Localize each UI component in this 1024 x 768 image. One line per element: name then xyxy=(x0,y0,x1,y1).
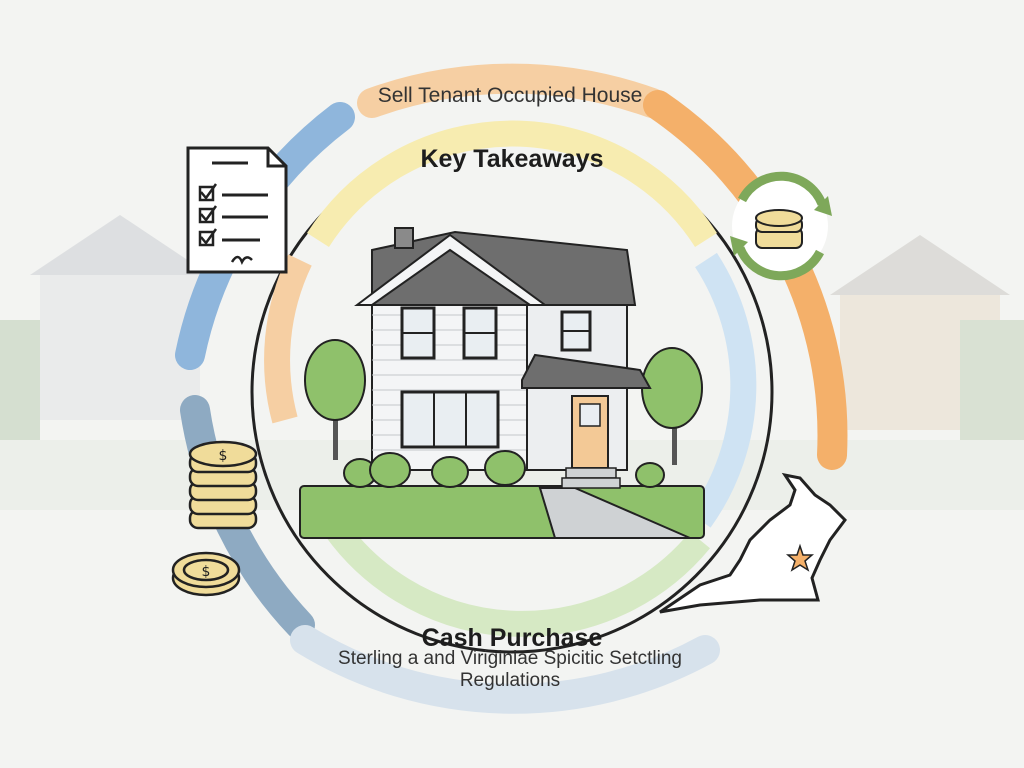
key-takeaways-label: Key Takeaways xyxy=(420,145,604,173)
coin-cycle-icon xyxy=(730,171,832,281)
inner-arc-blue xyxy=(689,252,757,528)
inner-arc-yellow xyxy=(307,120,717,247)
coin-stack-icon: $ xyxy=(188,440,258,530)
outer-ring-bottom-label: Sterling a and Viriginiae Spicitic Setct… xyxy=(300,648,720,692)
checklist-document-icon xyxy=(186,146,288,274)
inner-arc-peach xyxy=(264,254,312,424)
ring-segment-bottom-light xyxy=(290,625,720,714)
ring-segment-top-peach xyxy=(357,63,667,118)
coin-icon: $ xyxy=(171,551,241,597)
outer-ring-top-label: Sell Tenant Occupied House xyxy=(377,84,643,107)
svg-text:$: $ xyxy=(219,448,228,464)
cash-purchase-label: Cash Purchase xyxy=(421,624,603,652)
house-icon xyxy=(299,227,705,539)
inner-arc-green xyxy=(319,512,711,637)
svg-text:$: $ xyxy=(202,564,211,580)
bottom-label-line1: Sterling a and Viriginiae Spicitic Setct… xyxy=(338,648,682,669)
virginia-map-icon xyxy=(659,472,847,614)
bottom-label-line2: Regulations xyxy=(459,670,561,691)
inner-ring xyxy=(264,120,757,637)
